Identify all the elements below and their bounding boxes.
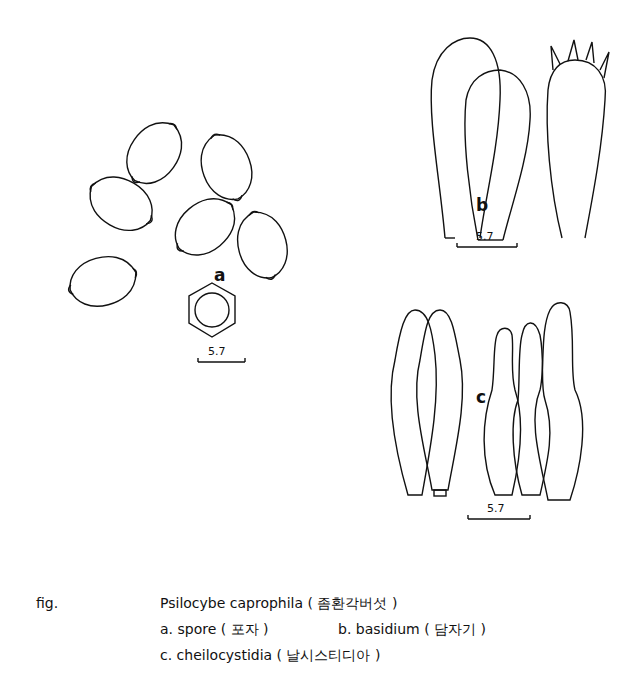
scale-value: 5.7 (208, 346, 226, 358)
figure-prefix: fig. (36, 596, 58, 611)
scale-value: 5.7 (476, 231, 494, 243)
part-legend: c. cheilocystidia ( 날시스티디아 ) (160, 648, 380, 663)
figure-letter: c (476, 388, 486, 407)
spores (63, 111, 295, 362)
part-legend: b. basidium ( 담자기 ) (338, 622, 486, 637)
scale-value: 5.7 (487, 503, 505, 515)
figure-caption: Psilocybe caprophila ( 좀환각버섯 ) (160, 596, 397, 611)
part-legend: a. spore ( 포자 ) (160, 622, 269, 637)
figure-letter: a (214, 266, 225, 285)
cheilocystidia (391, 303, 583, 519)
figure-letter: b (476, 196, 488, 215)
basidia (431, 38, 609, 247)
